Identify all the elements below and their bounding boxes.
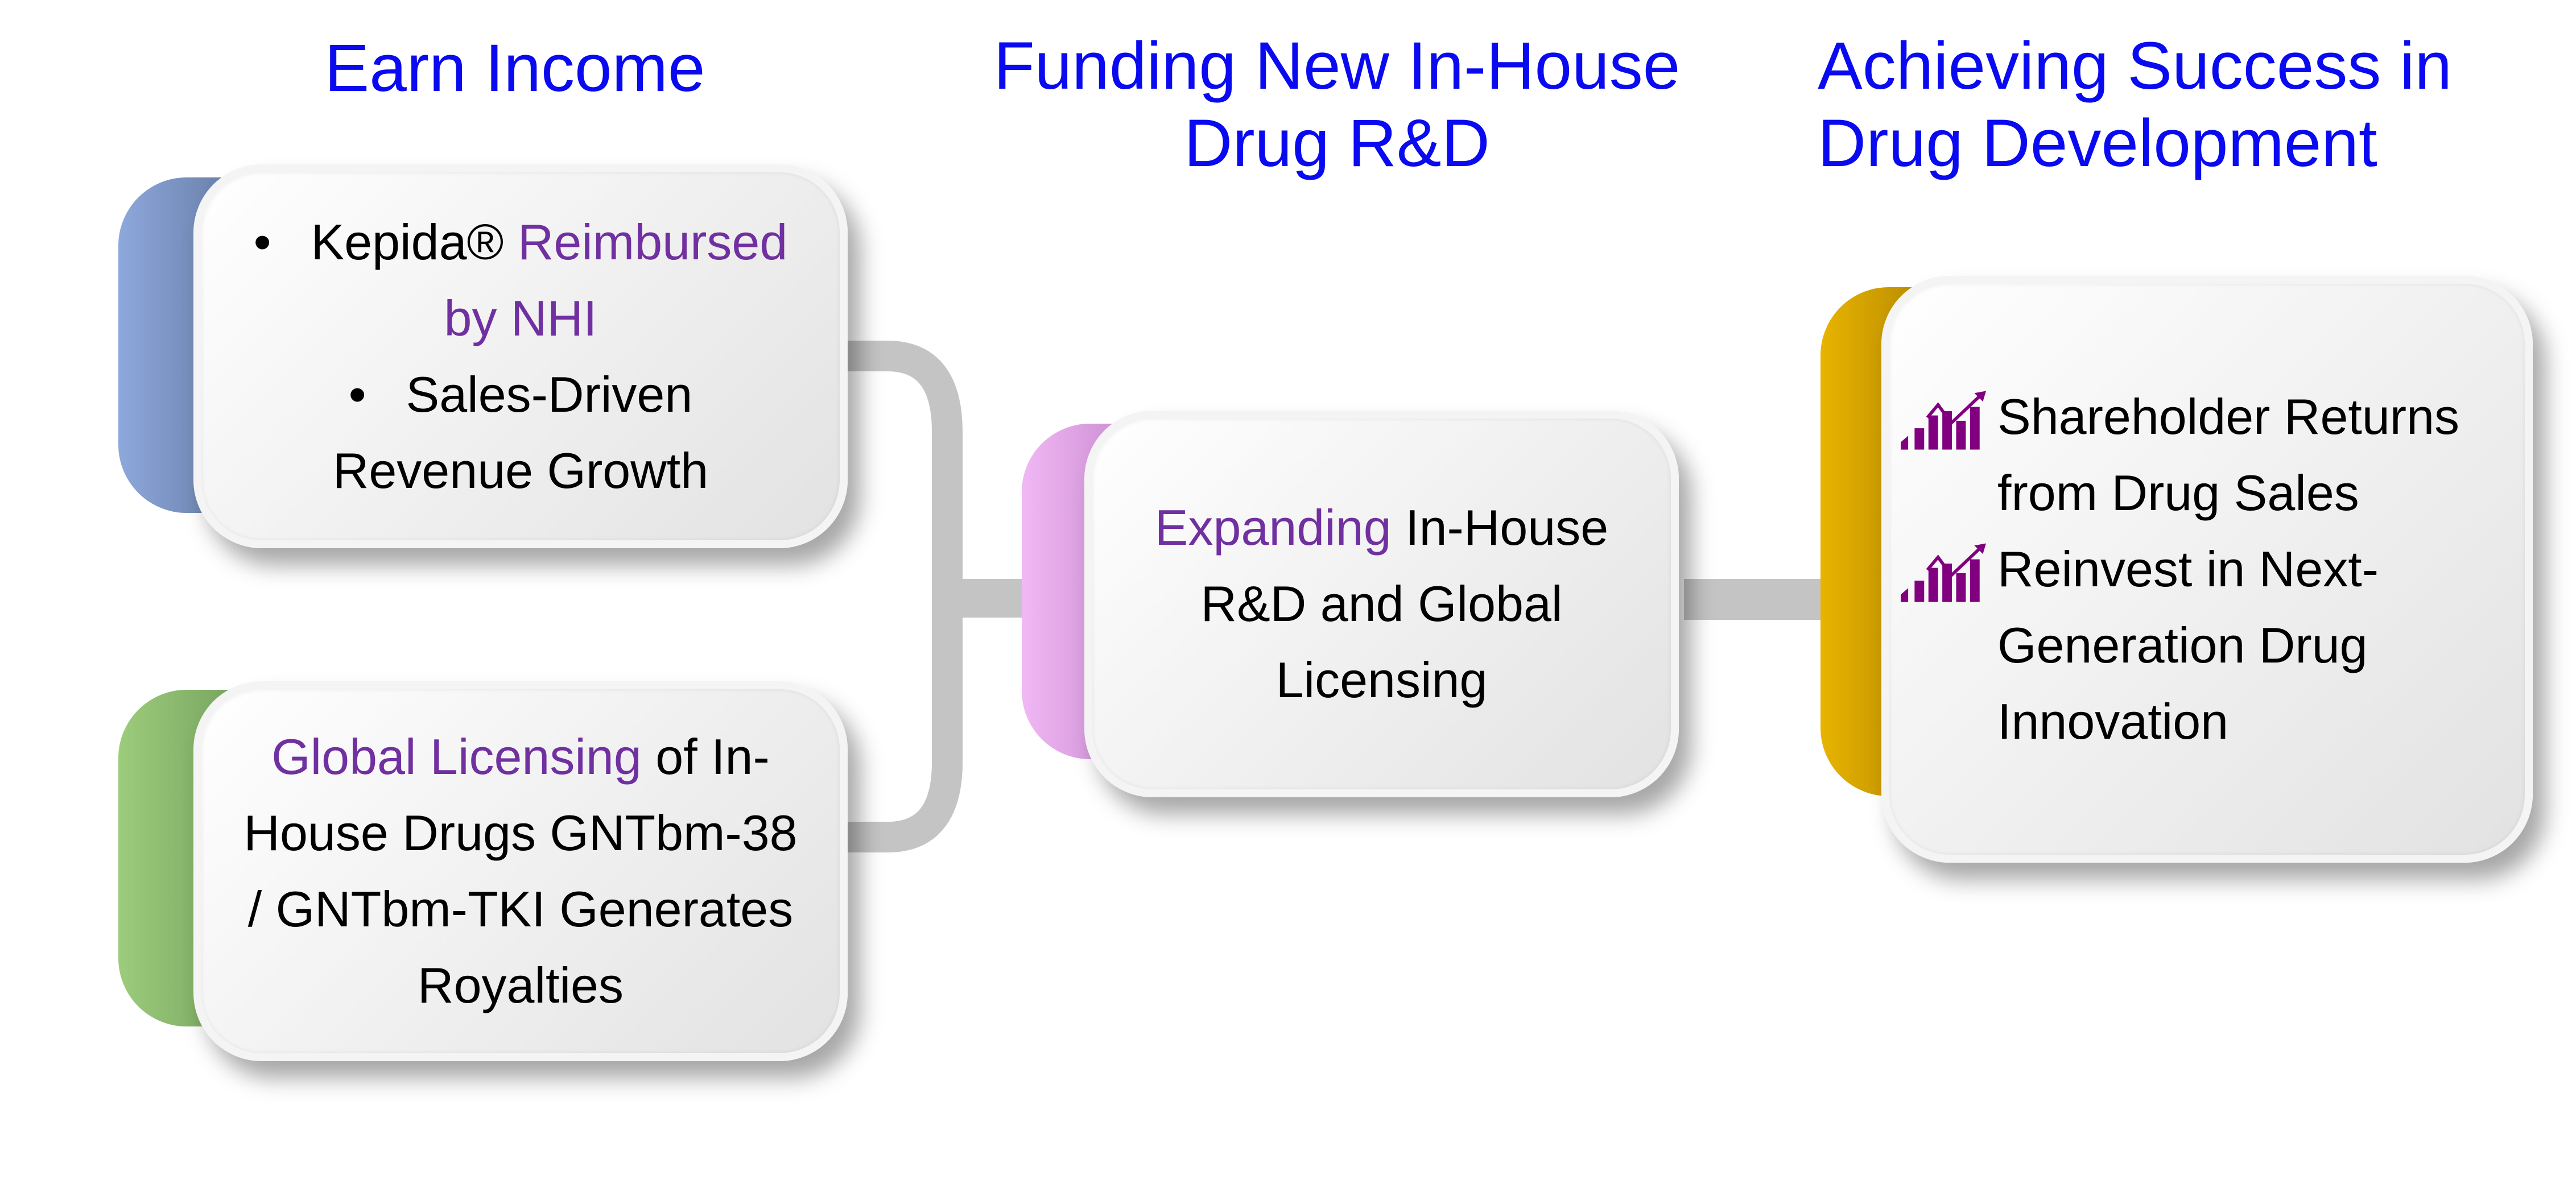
licensing-line2: House Drugs GNTbm-38 (243, 805, 798, 861)
stub-connector-right (1684, 579, 1826, 620)
expanding-line1: In-House (1405, 499, 1609, 556)
growth-chart-icon (1901, 391, 1986, 450)
expanding-text: Expanding (1154, 499, 1392, 556)
global-licensing-text: Global Licensing (271, 728, 642, 785)
stub-connector-left (947, 579, 1033, 618)
title-funding-line1: Funding New In-House (993, 28, 1681, 103)
success-item-2: Reinvest in Next- Generation Drug Innova… (1901, 531, 2459, 760)
title-funding-line2: Drug R&D (1184, 106, 1490, 181)
title-achieving-line1: Achieving Success in (1818, 28, 2453, 103)
innovation-text: Innovation (1997, 693, 2229, 750)
licensing-line1: of In- (655, 728, 770, 785)
revenue-growth-text: Revenue Growth (332, 442, 709, 499)
bullet: • (253, 213, 271, 270)
reinvest-text: Reinvest in Next- (1997, 541, 2379, 597)
card-success: Shareholder Returns from Drug Sales Rein… (1881, 276, 2533, 863)
reimbursed-text: Reimbursed (517, 213, 788, 270)
title-earn-income: Earn Income (324, 31, 705, 106)
expanding-line2: R&D and Global (1200, 575, 1563, 632)
bullet: • (348, 366, 366, 423)
title-achieving-line2: Drug Development (1818, 106, 2377, 181)
card-expanding: Expanding In-House R&D and Global Licens… (1084, 411, 1679, 797)
expanding-line3: Licensing (1275, 652, 1488, 708)
kepida-text: Kepida® (311, 213, 504, 270)
sales-driven-text: Sales-Driven (406, 366, 693, 423)
title-achieving: Achieving Success in Drug Development (1818, 27, 2557, 182)
success-item-1: Shareholder Returns from Drug Sales (1901, 379, 2459, 531)
growth-chart-icon (1901, 543, 1986, 602)
card-licensing: Global Licensing of In- House Drugs GNTb… (193, 681, 848, 1061)
from-drug-sales-text: from Drug Sales (1997, 465, 2359, 521)
licensing-line3: / GNTbm-TKI Generates (247, 881, 794, 937)
title-funding: Funding New In-House Drug R&D (939, 27, 1735, 182)
generation-drug-text: Generation Drug (1997, 617, 2368, 673)
bracket-connector (842, 341, 963, 852)
shareholder-returns-text: Shareholder Returns (1997, 388, 2460, 445)
licensing-line4: Royalties (418, 957, 624, 1013)
card-kepida: • Kepida® Reimbursed by NHI • Sales-Driven… (193, 164, 848, 548)
by-nhi-text: by NHI (444, 289, 597, 346)
